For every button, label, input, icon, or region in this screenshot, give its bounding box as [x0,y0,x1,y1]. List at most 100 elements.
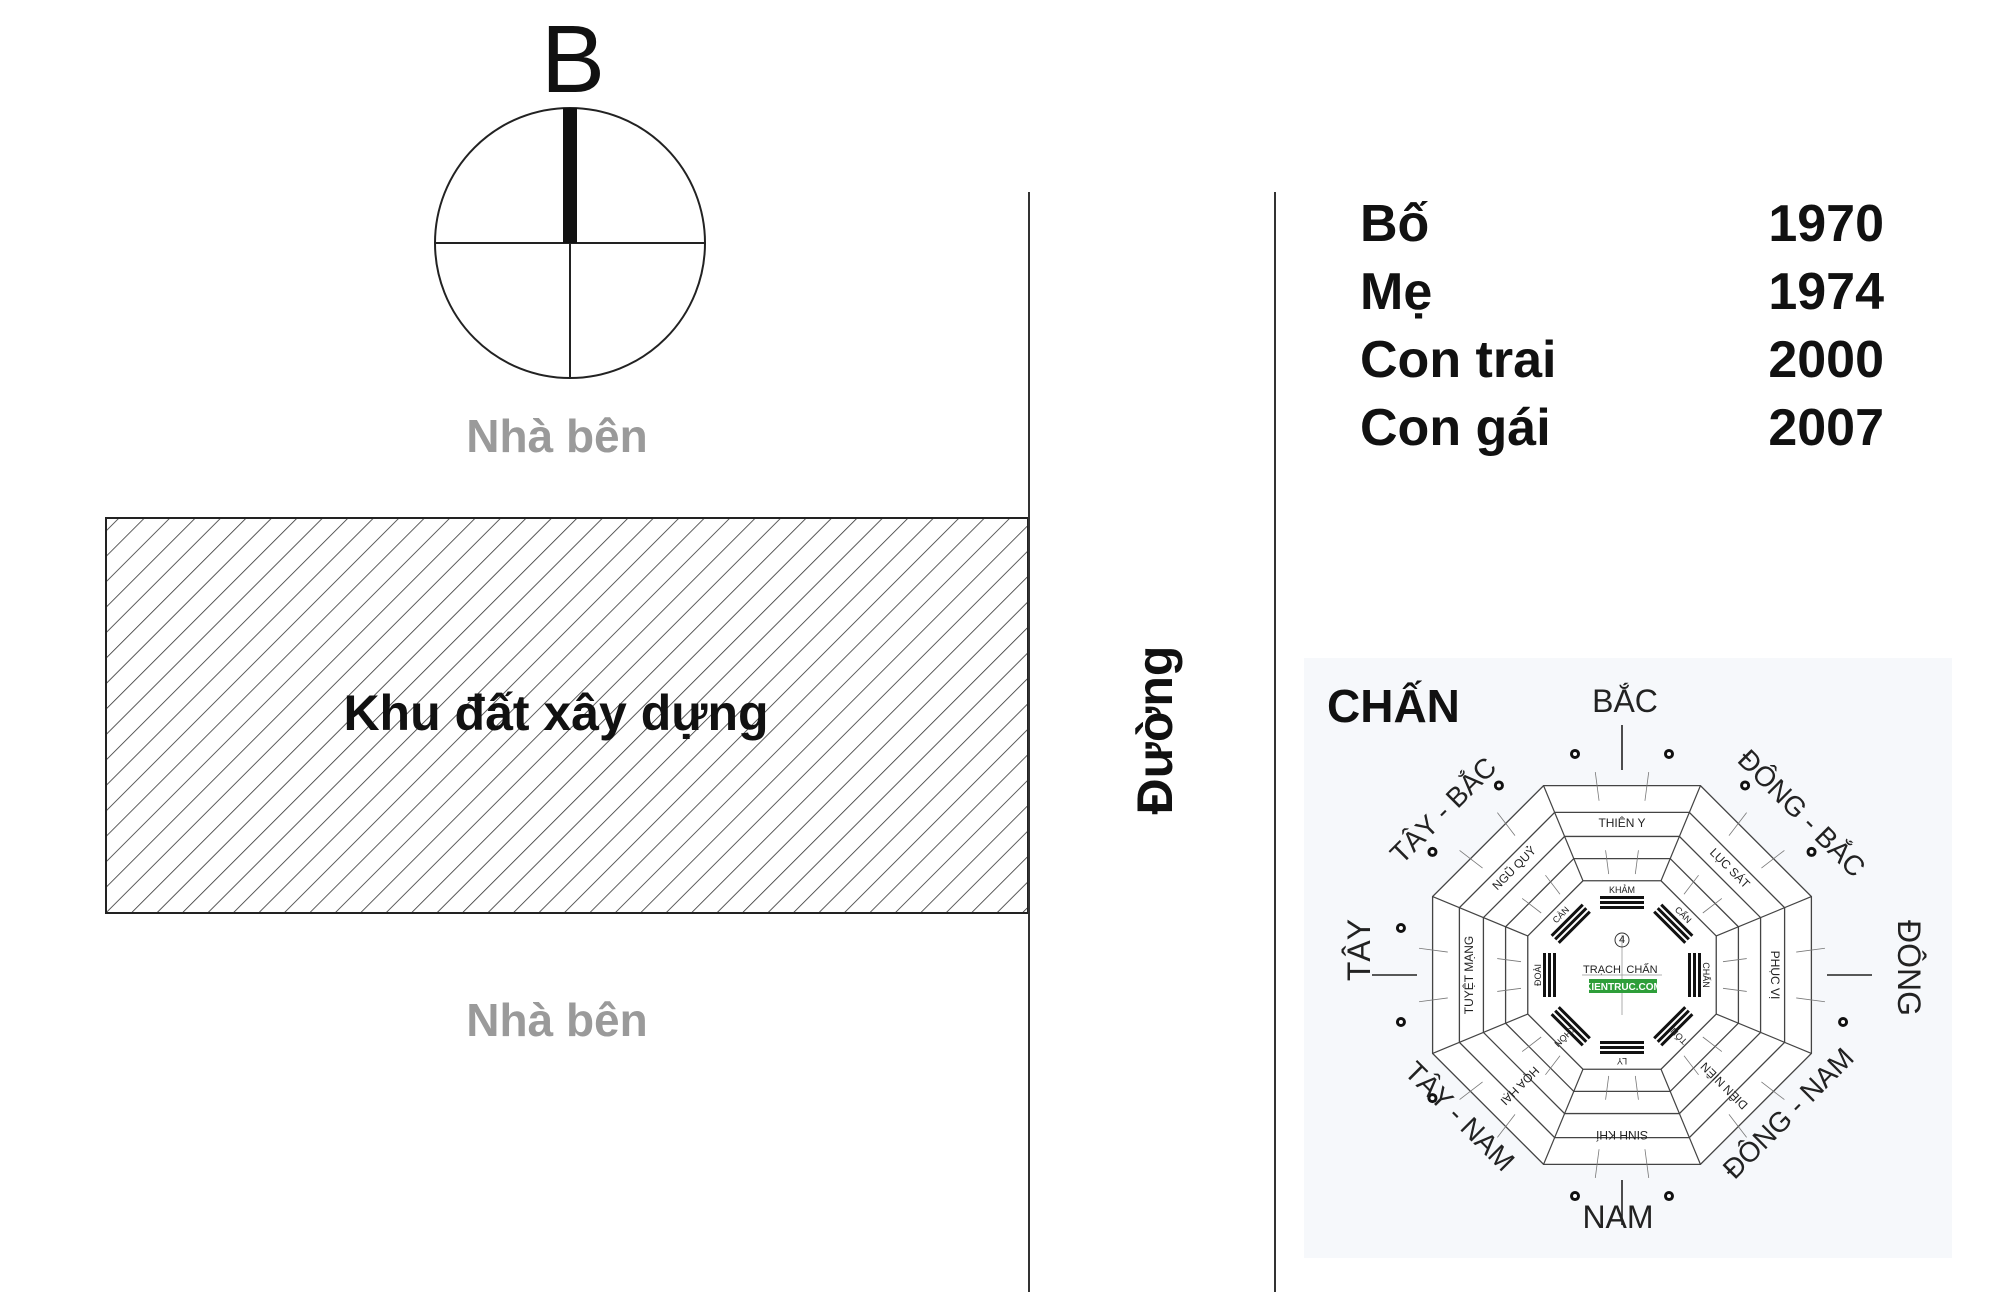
trigram-south: LY [1617,1056,1627,1066]
trigram-north: KHẢM [1609,884,1635,895]
star-marker-dot [1666,1194,1671,1199]
direction-west: TÂY [1341,919,1377,981]
trigram-bar [1554,907,1588,941]
star-marker-dot [1573,751,1578,756]
plot-label: Khu đất xây dựng [343,685,768,741]
outer-subdivider [1796,947,1826,953]
outer-subdivider [1761,850,1785,869]
trigram-bar [1600,896,1644,899]
family-role: Con gái [1360,399,1551,457]
sector-divider [1660,785,1702,881]
inner-subdivider [1521,898,1542,914]
star-marker-dot [1809,849,1814,854]
inner-subdivider [1634,850,1639,875]
sector-divider [1716,895,1812,937]
family-year: 2007 [1768,399,1884,457]
inner-subdivider [1545,874,1561,895]
trigram-symbol [1653,1006,1694,1047]
inner-subdivider [1683,1055,1699,1076]
star-marker-dot [1398,926,1403,931]
star-west: TUYỆT MẠNG [1461,936,1476,1014]
trigram-bar [1554,1009,1588,1043]
center-right-label: CHẤN [1626,963,1657,976]
north-label: B [541,6,605,113]
inner-subdivider [1605,1075,1610,1100]
trigram-bar [1653,1006,1687,1040]
inner-subdivider [1605,850,1610,875]
sector-divider [1716,1013,1812,1055]
trigram-symbol [1550,1006,1591,1047]
family-year: 1974 [1768,263,1884,321]
star-marker-dot [1430,849,1435,854]
road-label: Đường [1127,646,1183,815]
trigram-symbol [1688,953,1701,997]
star-marker-dot [1573,1194,1578,1199]
inner-subdivider [1497,958,1522,963]
star-south: SINH KHÍ [1595,1128,1648,1143]
trigram-bar [1600,906,1644,909]
inner-subdivider [1634,1075,1639,1100]
trigram-bar [1550,903,1584,937]
brand-label: KIENTRUC.COM [1584,982,1662,993]
outer-subdivider [1459,1081,1483,1100]
outer-subdivider [1796,997,1826,1003]
neighbor-bottom-label: Nhà bên [466,994,647,1046]
sector-divider [1432,1013,1528,1055]
outer-subdivider [1728,1114,1747,1138]
trigram-bar [1698,953,1701,997]
bagua-chart: CHẤN BẮC NAM ĐÔNG TÂY ĐÔNG - BẮC TÂY - B… [1304,658,1952,1258]
trigram-bar [1688,953,1691,997]
bagua-marks [1395,748,1849,1202]
outer-subdivider [1594,771,1600,801]
family-table: Bố 1970 Mẹ 1974 Con trai 2000 Con gái 20… [1360,195,1884,457]
trigram-bar [1550,1013,1584,1047]
outer-subdivider [1418,947,1448,953]
trigram-symbol [1600,1041,1644,1054]
direction-south: NAM [1582,1199,1653,1235]
trigram-bar [1600,1041,1644,1044]
outer-subdivider [1459,850,1483,869]
inner-subdivider [1702,1036,1723,1052]
trigram-west: ĐOÀI [1533,964,1543,986]
star-marker-dot [1841,1019,1846,1024]
inner-subdivider [1702,898,1723,914]
inner-subdivider [1497,987,1522,992]
outer-subdivider [1497,812,1516,836]
trigram-bar [1557,910,1591,944]
star-marker-dot [1743,783,1748,788]
north-compass: B [434,6,706,379]
sector-divider [1432,895,1528,937]
star-north: THIÊN Y [1598,815,1645,830]
inner-subdivider [1722,958,1747,963]
center-left-label: TRẠCH [1583,964,1621,976]
trigram-bar [1656,907,1690,941]
trigram-bar [1600,901,1644,904]
center-number: 4 [1619,934,1625,946]
sector-divider [1542,785,1584,881]
inner-subdivider [1545,1055,1561,1076]
construction-plot [105,517,1029,914]
star-east: PHỤC VỊ [1768,951,1782,1000]
trigram-symbol [1543,953,1556,997]
direction-east: ĐÔNG [1891,920,1927,1016]
sector-divider [1660,1069,1702,1165]
star-marker-dot [1496,783,1501,788]
direction-north: BẮC [1592,683,1658,719]
trigram-symbol [1550,903,1591,944]
trigram-bar [1600,1046,1644,1049]
family-role: Con trai [1360,331,1556,389]
trigram-symbol [1653,903,1694,944]
trigram-bar [1656,1009,1690,1043]
house-label: CHẤN [1327,680,1460,732]
trigram-bar [1557,1006,1591,1040]
inner-subdivider [1521,1036,1542,1052]
star-marker-dot [1398,1019,1403,1024]
trigram-bar [1660,1013,1694,1047]
star-marker-dot [1430,1096,1435,1101]
trigram-bar [1543,953,1546,997]
trigram-bar [1653,910,1687,944]
family-role: Mẹ [1360,263,1432,321]
center-number-circle [1614,932,1630,948]
trigram-bar [1600,1051,1644,1054]
